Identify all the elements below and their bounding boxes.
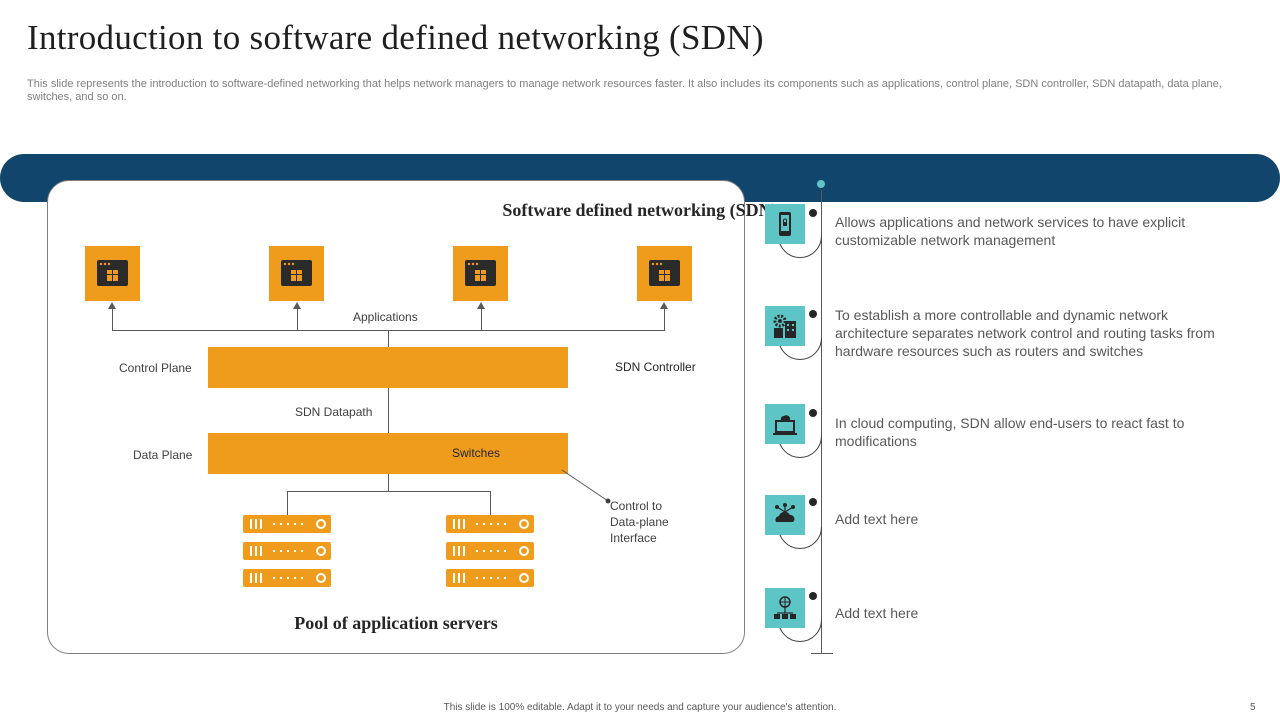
arrow-head <box>108 302 116 309</box>
band-dot <box>817 180 825 188</box>
app-window-icon <box>97 260 128 286</box>
server-unit <box>243 569 331 587</box>
application-box-1 <box>85 246 140 301</box>
feature-text-5: Add text here <box>835 605 919 621</box>
mobile-lock-icon <box>765 204 805 244</box>
cloud-laptop-icon <box>765 404 805 444</box>
page-subtitle: This slide represents the introduction t… <box>27 78 1222 103</box>
feature-dot <box>809 310 817 318</box>
app-window-icon <box>465 260 496 286</box>
globe-network-icon <box>765 588 805 628</box>
server-unit <box>446 515 534 533</box>
feature-dot <box>809 592 817 600</box>
interface-pointer <box>561 469 611 504</box>
sdn-datapath-label: SDN Datapath <box>295 405 373 419</box>
server-unit <box>446 569 534 587</box>
feature-text-4: Add text here <box>835 511 919 527</box>
feature-text-3: In cloud computing, SDN allow end-users … <box>835 415 1185 449</box>
server-unit <box>243 515 331 533</box>
applications-label: Applications <box>353 310 418 324</box>
interface-label-line-3: Interface <box>610 531 657 545</box>
feature-text-2: To establish a more controllable and dyn… <box>835 307 1215 359</box>
connector-line <box>287 491 491 492</box>
connector-line <box>490 491 491 515</box>
sdn-controller-label: SDN Controller <box>615 360 696 374</box>
application-box-4 <box>637 246 692 301</box>
server-unit <box>446 542 534 560</box>
application-box-2 <box>269 246 324 301</box>
page-number: 5 <box>1250 702 1256 713</box>
footer-note: This slide is 100% editable. Adapt it to… <box>443 702 837 713</box>
sdn-controller-bar: SDN Controller <box>208 347 696 388</box>
connector-line <box>112 308 113 330</box>
connector-line <box>287 491 288 515</box>
gear-building-icon <box>765 306 805 346</box>
timeline-base <box>811 653 833 654</box>
arrow-head <box>660 302 668 309</box>
page-title: Introduction to software defined network… <box>27 18 764 57</box>
application-box-3 <box>453 246 508 301</box>
interface-label: Control to Data-plane Interface <box>610 498 669 546</box>
connector-line <box>481 308 482 330</box>
feature-text-1: Allows applications and network services… <box>835 214 1186 248</box>
feature-dot <box>809 498 817 506</box>
sdn-diagram-card <box>47 180 745 654</box>
diagram-title: Software defined networking (SDN) <box>502 200 778 220</box>
app-window-icon <box>649 260 680 286</box>
connector-line <box>297 308 298 330</box>
server-unit <box>243 542 331 560</box>
control-plane-label: Control Plane <box>119 361 192 375</box>
connector-line <box>388 474 389 491</box>
feature-dot <box>809 409 817 417</box>
arrow-head <box>477 302 485 309</box>
interface-label-line-2: Data-plane <box>610 515 669 529</box>
switches-bar: Switches <box>208 433 568 474</box>
arrow-head <box>293 302 301 309</box>
app-window-icon <box>281 260 312 286</box>
switches-label: Switches <box>452 446 501 460</box>
connector-line <box>388 388 389 433</box>
pool-title: Pool of application servers <box>294 613 498 633</box>
feature-dot <box>809 209 817 217</box>
interface-label-line-1: Control to <box>610 499 663 513</box>
data-plane-label: Data Plane <box>133 448 193 462</box>
cloud-network-icon <box>765 495 805 535</box>
connector-line <box>664 308 665 330</box>
connector-line <box>388 330 389 347</box>
timeline-line <box>821 190 822 654</box>
